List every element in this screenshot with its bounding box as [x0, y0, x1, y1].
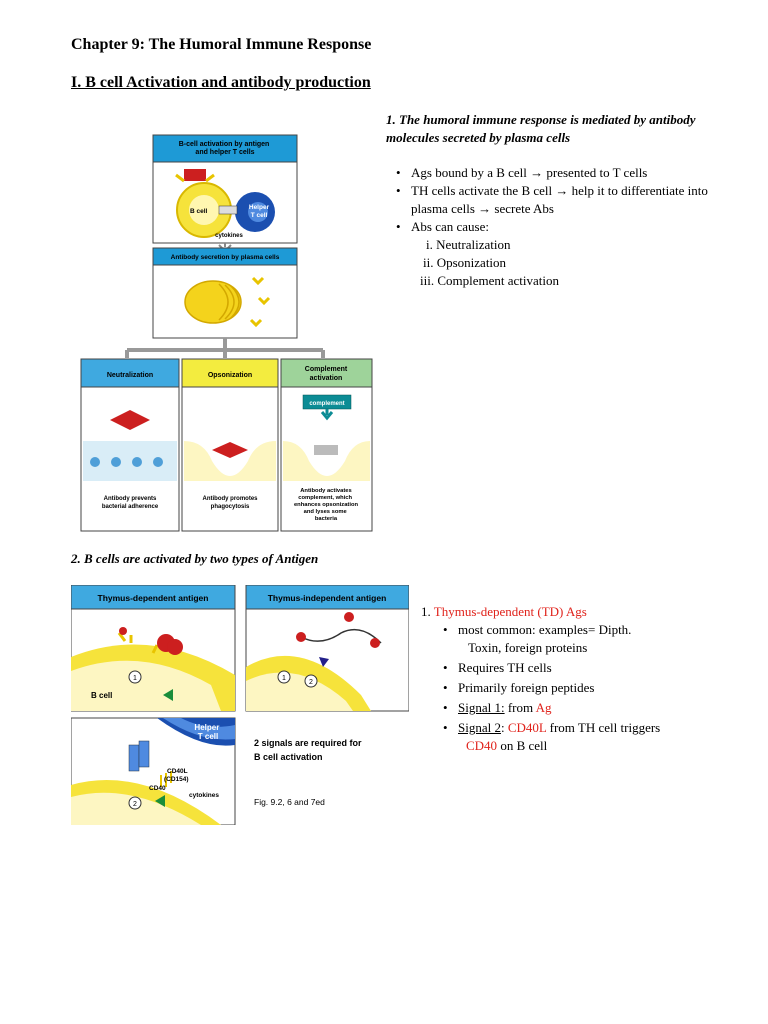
- svg-text:1: 1: [282, 675, 286, 682]
- fig1-cytokines-label: cytokines: [215, 233, 243, 239]
- roman-neutralization: i. Neutralization: [426, 237, 511, 252]
- td-number: 1.: [421, 604, 434, 619]
- td-title: Thymus-dependent (TD) Ags: [433, 604, 587, 619]
- svg-text:Neutralization: Neutralization: [107, 372, 153, 379]
- fig1-top-title: B-cell activation by antigen and helper …: [179, 141, 272, 156]
- td-bullet-signal2: Signal 2: CD40L from TH cell triggers CD…: [438, 719, 738, 755]
- part1-heading: 1. The humoral immune response is mediat…: [386, 112, 696, 145]
- cd40l-label: CD40L: [167, 768, 188, 775]
- cytokines-label: cytokines: [189, 792, 219, 799]
- two-signals-text: 2 signals are required for B cell activa…: [254, 738, 364, 762]
- bullet-th-activate: TH cells activate the B cell → help it t…: [391, 182, 721, 218]
- td-bullet-list: most common: examples= Dipth. Toxin, for…: [438, 621, 738, 755]
- roman-complement: iii. Complement activation: [420, 273, 560, 288]
- bullet-ags-presented: Ags bound by a B cell → presented to T c…: [391, 164, 721, 182]
- part2-heading: 2. B cells are activated by two types of…: [71, 551, 319, 566]
- cd154-label: (CD154): [164, 776, 189, 783]
- section-title: I. B cell Activation and antibody produc…: [71, 74, 371, 91]
- part1-bullet-list: Ags bound by a B cell → presented to T c…: [391, 164, 721, 290]
- fig1-b-cell-label: B cell: [190, 208, 208, 215]
- roman-opsonization: ii. Opsonization: [423, 255, 507, 270]
- figure-b-cell-activation: B-cell activation by antigen and helper …: [71, 128, 377, 535]
- chapter-title: Chapter 9: The Humoral Immune Response: [71, 36, 372, 53]
- svg-text:1: 1: [133, 675, 137, 682]
- svg-text:2: 2: [309, 679, 313, 686]
- fig-ref: Fig. 9.2, 6 and 7ed: [254, 797, 325, 807]
- td-bullet-signal1: Signal 1: from Ag: [438, 699, 738, 717]
- td-bullet-common: most common: examples= Dipth. Toxin, for…: [438, 621, 738, 657]
- td-bullet-peptides: Primarily foreign peptides: [438, 679, 738, 697]
- td-title-line: 1. Thymus-dependent (TD) Ags: [421, 603, 741, 621]
- cd40-label: CD40: [149, 785, 166, 792]
- svg-text:Opsonization: Opsonization: [208, 372, 252, 379]
- td-panel-title: Thymus-dependent antigen: [98, 593, 209, 603]
- svg-text:complement: complement: [309, 401, 344, 407]
- figure-antigen-types: Thymus-dependent antigen B cell 1 Thymus…: [70, 584, 410, 826]
- fig1-secretion-title: Antibody secretion by plasma cells: [171, 254, 280, 261]
- td-b-cell-label: B cell: [91, 691, 112, 700]
- bullet-abs-cause: Abs can cause:: [391, 218, 721, 236]
- td-helper-label: Helper T cell: [194, 723, 221, 741]
- svg-text:2: 2: [133, 801, 137, 808]
- ti-panel-title: Thymus-independent antigen: [268, 593, 387, 603]
- td-bullet-requires: Requires TH cells: [438, 659, 738, 677]
